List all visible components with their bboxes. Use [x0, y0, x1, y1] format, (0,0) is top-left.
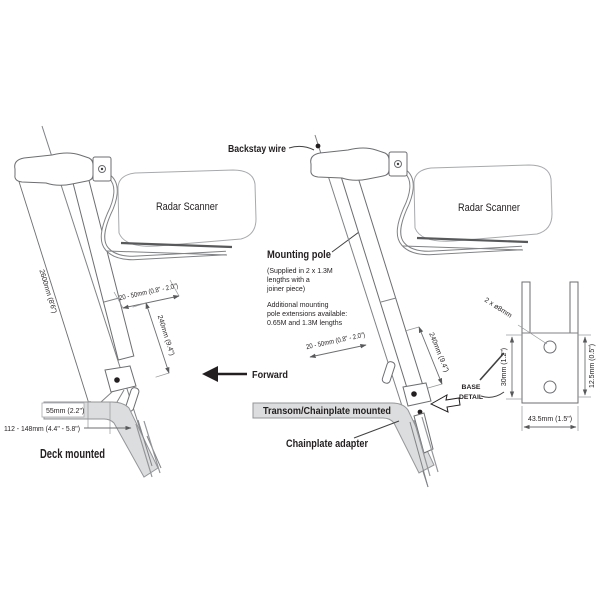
- ext-line-clamp-left-2: [169, 279, 180, 297]
- deck-surface: [43, 401, 159, 478]
- dim-line-clamp-left: [122, 295, 180, 309]
- scanner-platform-underside: [106, 250, 228, 256]
- backstay-wire-bead: [315, 143, 321, 149]
- forward-label: Forward: [252, 370, 288, 381]
- masthead-bolt-center: [100, 167, 104, 171]
- scanner-assembly-right: [311, 148, 552, 253]
- mounting-pole-leader: [331, 231, 360, 253]
- mounting-pole-right: [339, 168, 425, 394]
- dim-line-240-right: [418, 326, 443, 385]
- radar-scanner-label-right: Radar Scanner: [458, 202, 520, 214]
- dim-height-label: 30mm (1.2"): [501, 348, 508, 386]
- base-plate-hole-2: [543, 380, 557, 394]
- masthead-body: [14, 152, 94, 186]
- pole-note-supplied-1: (Supplied in 2 x 1.3M: [267, 268, 333, 275]
- pole-base-clamp-right: [402, 382, 432, 407]
- scanner-bracket-inner: [101, 176, 227, 260]
- pole-below-deck-1: [135, 423, 153, 478]
- pole-joint-mark-left: [103, 297, 120, 303]
- dim-line-pole-length: [15, 171, 91, 408]
- ext-line-240-left-1: [132, 302, 147, 308]
- dim-bracket-label-left: 240mm (9.4"): [156, 314, 175, 356]
- pole-note-supplied-3: joiner piece): [266, 286, 305, 293]
- pole-below-transom-2: [421, 416, 439, 473]
- mounting-pole-label: Mounting pole: [267, 249, 331, 261]
- transom-surface: [252, 402, 435, 474]
- dim-line-240-left: [145, 302, 170, 374]
- chainplate-adapter-label: Chainplate adapter: [286, 438, 369, 450]
- turnbuckle-body-right: [381, 361, 396, 384]
- chainplate-leader-line: [353, 420, 400, 439]
- pole-note-additional-3: 0.65M and 1.3M lengths: [267, 320, 343, 327]
- pole-joint-mark-right: [380, 297, 397, 303]
- wire-below-deck: [137, 419, 153, 467]
- dim-bracket-label-right: 240mm (9.4"): [427, 332, 449, 374]
- base-detail-leader-up: [479, 352, 505, 381]
- deck-mounted-caption: Deck mounted: [40, 447, 105, 461]
- backstay-leader-line: [288, 145, 315, 151]
- base-detail-drawing: BASE DETAIL 2 x ø8mm 30mm (1.2") 12.5mm …: [429, 281, 596, 431]
- clamp-strut-left-1: [100, 391, 113, 403]
- deck-mounted-diagram: 2600mm (8'6") Radar Scanner 20 - 50mm (0…: [4, 125, 257, 478]
- dim-deck-thickness-label: 55mm (2.2"): [46, 408, 84, 415]
- clamp-strut-left-2: [116, 389, 125, 403]
- dim-width-label: 43.5mm (1.5"): [528, 416, 572, 423]
- wire-below-transom: [409, 421, 429, 488]
- dim-line-clamp-right: [309, 344, 367, 358]
- radar-scanner-body: [117, 169, 257, 247]
- clamp-bolt-right-2: [417, 409, 423, 415]
- clamp-bolt-left: [114, 377, 120, 383]
- ext-line-240-right-1: [404, 326, 420, 332]
- pole-below-deck-2: [143, 420, 161, 474]
- deck-thickness-chip: [41, 402, 85, 418]
- dim-holes-label: 2 x ø8mm: [483, 297, 513, 320]
- pole-base-clamp-left: [104, 365, 137, 393]
- radar-scanner-label-left: Radar Scanner: [156, 201, 218, 213]
- base-detail-label-1: BASE: [462, 384, 481, 391]
- backstay-wire-label: Backstay wire: [228, 144, 286, 155]
- clamp-bolt-right-1: [411, 391, 417, 397]
- pole-note-supplied-2: lengths with a: [267, 277, 310, 284]
- dim-deck-offset-label: 112 - 148mm (4.4" - 5.8"): [4, 426, 80, 433]
- ext-line-240-left-2: [155, 372, 170, 378]
- dim-pole-length-label: 2600mm (8'6"): [37, 269, 57, 315]
- scanner-platform-edge: [120, 241, 233, 249]
- dim-hole-offset-label: 12.5mm (0.5"): [589, 344, 596, 388]
- transom-mounted-caption: Transom/Chainplate mounted: [263, 405, 391, 417]
- scanner-assembly-left: [14, 152, 257, 261]
- wire-turnbuckle-right: [381, 361, 396, 384]
- dim-clamp-range-label-right: 20 - 50mm (0.8" - 2.0"): [306, 332, 366, 351]
- base-detail-label-2: DETAIL: [459, 394, 483, 401]
- base-detail-leader-curve: [480, 391, 505, 398]
- forward-arrow-icon: [202, 366, 218, 382]
- pole-note-additional-2: pole extensions available:: [267, 311, 347, 318]
- middle-annotations: Backstay wire Forward Mounting pole (Sup…: [202, 144, 366, 382]
- pole-below-transom-1: [413, 419, 431, 477]
- ext-line-240-right-2: [427, 383, 443, 389]
- chainplate-adapter-plate: [413, 412, 434, 454]
- pole-note-additional-1: Additional mounting: [267, 302, 329, 309]
- dim-clamp-range-label-left: 20 - 50mm (0.8" - 2.0"): [119, 283, 179, 302]
- holes-leader-line: [517, 324, 548, 345]
- base-detail-arrow-icon: [429, 394, 461, 413]
- ext-line-clamp-left-1: [113, 291, 124, 309]
